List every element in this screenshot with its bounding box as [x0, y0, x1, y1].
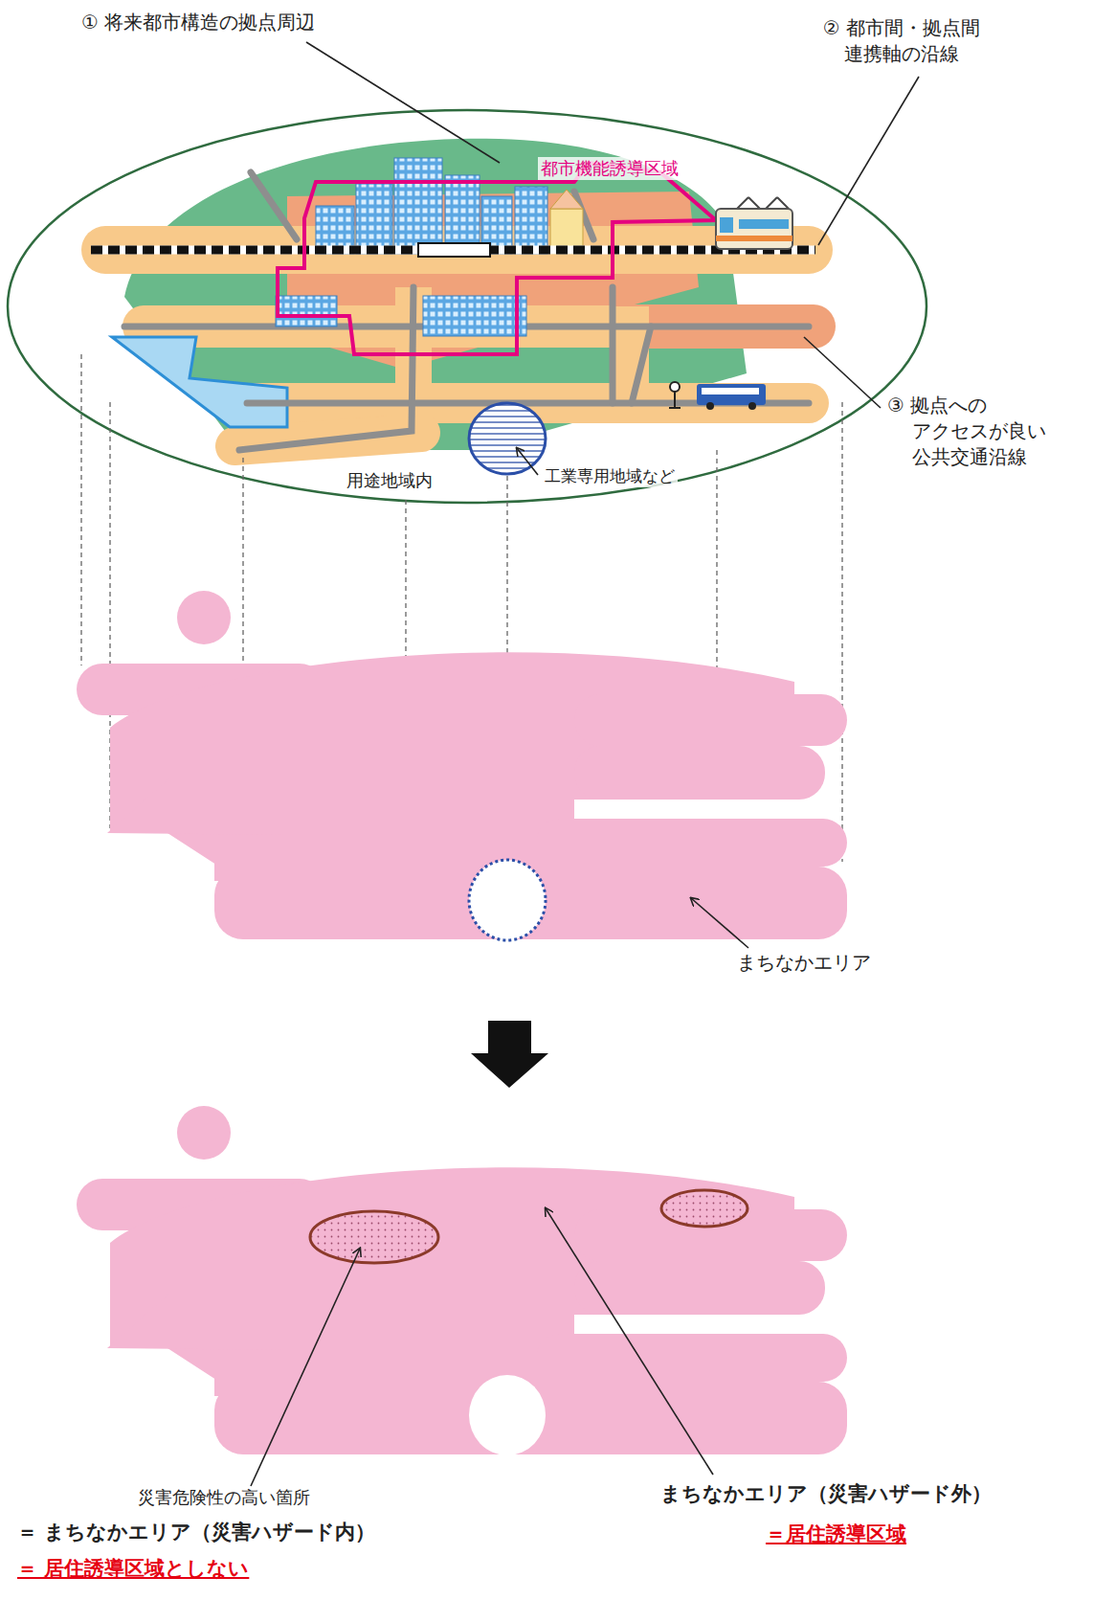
callout-label: ③ 拠点への アクセスが良い 公共交通沿線 — [887, 392, 1075, 470]
area-label: 用途地域内 — [346, 468, 433, 492]
note-label: ＝ 居住誘導区域としない — [17, 1554, 249, 1582]
callout-label: ① 将来都市構造の拠点周辺 — [81, 9, 315, 36]
note-label: ＝ まちなかエリア（災害ハザード内） — [17, 1517, 376, 1545]
callout-label: ② 都市間・拠点間 連携軸の沿線 — [805, 15, 998, 67]
area-label: まちなかエリア — [736, 949, 871, 976]
note-label: まちなかエリア（災害ハザード外） — [660, 1479, 992, 1507]
area-label: 工業専用地域など — [541, 465, 678, 488]
area-label: 都市機能誘導区域 — [537, 156, 682, 180]
note-label: 災害危険性の高い箇所 — [137, 1485, 311, 1509]
note-label: ＝居住誘導区域 — [765, 1519, 907, 1547]
